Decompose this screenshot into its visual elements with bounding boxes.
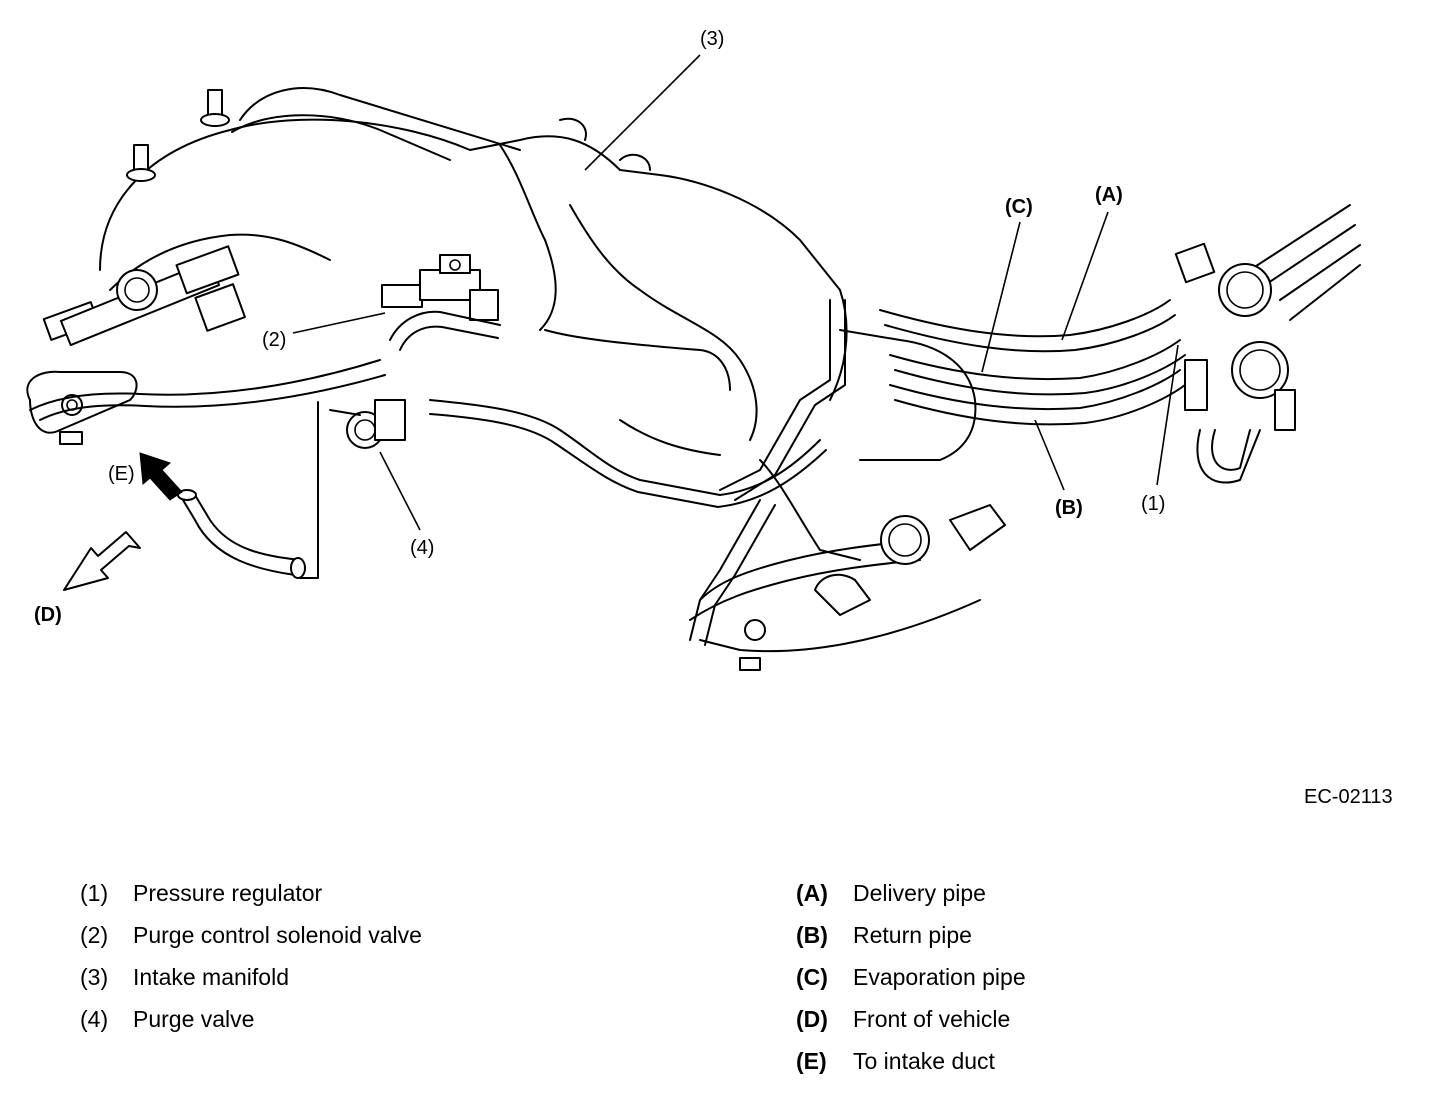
legend-code: (D) bbox=[796, 1005, 828, 1032]
legend-label: Front of vehicle bbox=[853, 1005, 1011, 1032]
callout-4: (4) bbox=[410, 537, 434, 559]
callout-1: (1) bbox=[1141, 493, 1165, 515]
callout-d: (D) bbox=[34, 604, 62, 626]
legend-numbered: (1) Pressure regulator (2) Purge control… bbox=[80, 872, 422, 1040]
callout-3: (3) bbox=[700, 28, 724, 50]
legend-item: (4) Purge valve bbox=[80, 998, 422, 1040]
legend-code: (2) bbox=[80, 921, 109, 948]
engine-diagram: (3) (2) (4) (E) (D) (A) (C) (B) (1) bbox=[26, 28, 1361, 671]
legend-label: Evaporation pipe bbox=[853, 963, 1026, 990]
legend-code: (4) bbox=[80, 1005, 109, 1032]
callout-b: (B) bbox=[1055, 497, 1083, 519]
legend-item: (2) Purge control solenoid valve bbox=[80, 914, 422, 956]
legend-label: Purge valve bbox=[133, 1005, 255, 1032]
legend-label: Delivery pipe bbox=[853, 879, 986, 906]
legend-label: Purge control solenoid valve bbox=[133, 921, 422, 948]
legend-item: (C) Evaporation pipe bbox=[796, 956, 1026, 998]
purge-control-solenoid-drawing bbox=[381, 254, 499, 321]
legend-item: (3) Intake manifold bbox=[80, 956, 422, 998]
legend-code: (B) bbox=[796, 921, 828, 948]
to-intake-duct-arrow bbox=[139, 452, 183, 501]
intake-duct-hose-drawing bbox=[177, 401, 319, 579]
legend-code: (1) bbox=[80, 879, 109, 906]
legend-lettered: (A) Delivery pipe (B) Return pipe (C) Ev… bbox=[796, 872, 1026, 1082]
legend-item: (A) Delivery pipe bbox=[796, 872, 1026, 914]
leader-lines bbox=[292, 54, 1179, 531]
callout-2: (2) bbox=[262, 329, 286, 351]
legend-code: (3) bbox=[80, 963, 109, 990]
legend-code: (E) bbox=[796, 1047, 827, 1074]
purge-valve-drawing bbox=[329, 399, 406, 449]
legend-item: (1) Pressure regulator bbox=[80, 872, 422, 914]
legend-code: (A) bbox=[796, 879, 828, 906]
legend-item: (B) Return pipe bbox=[796, 914, 1026, 956]
legend-item: (E) To intake duct bbox=[796, 1040, 1026, 1082]
intake-manifold-drawing bbox=[99, 87, 977, 561]
front-of-vehicle-arrow bbox=[63, 531, 141, 591]
pressure-regulator-drawing bbox=[1174, 242, 1296, 431]
legend-label: Intake manifold bbox=[133, 963, 289, 990]
callout-a: (A) bbox=[1095, 184, 1123, 206]
legend-code: (C) bbox=[796, 963, 828, 990]
callout-c: (C) bbox=[1005, 196, 1033, 218]
callout-e: (E) bbox=[108, 463, 135, 485]
fuel-pipes-drawing bbox=[29, 204, 1361, 653]
legend-label: Pressure regulator bbox=[133, 879, 323, 906]
legend-label: To intake duct bbox=[853, 1047, 995, 1074]
left-injector-cluster bbox=[26, 245, 246, 445]
legend-item: (D) Front of vehicle bbox=[796, 998, 1026, 1040]
figure-id: EC-02113 bbox=[1304, 786, 1393, 808]
legend-label: Return pipe bbox=[853, 921, 972, 948]
right-injector-cluster bbox=[739, 504, 1006, 671]
